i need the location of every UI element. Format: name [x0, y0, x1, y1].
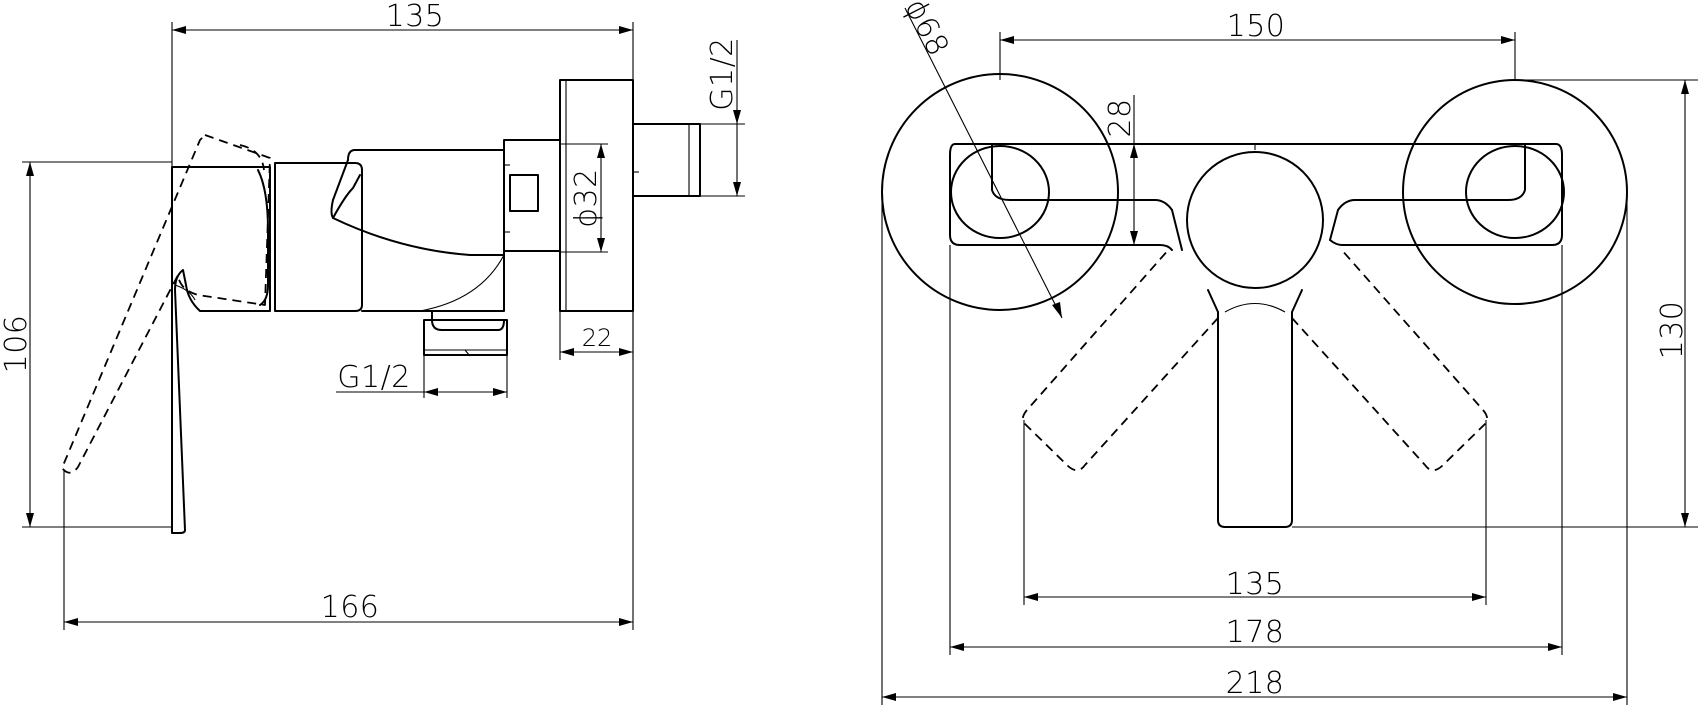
- connector-block: [503, 139, 561, 252]
- dim-side-135: 135: [171, 0, 634, 167]
- dim-side-d32: ϕ32: [560, 143, 608, 253]
- dim-front-178: 178: [949, 245, 1563, 655]
- dim-front-130: 130: [1292, 79, 1698, 528]
- dim-side-22-label: 22: [582, 324, 613, 352]
- dim-front-135-label: 135: [1226, 567, 1285, 602]
- dim-front-28-label: 28: [1103, 98, 1138, 137]
- front-handle-dashed-right: [1291, 247, 1488, 472]
- dim-front-28: 28: [1103, 95, 1138, 245]
- outlet-nozzle: [423, 310, 508, 357]
- handle-dashed: [61, 134, 271, 474]
- horizontal-body: [949, 143, 1563, 251]
- dim-front-d68: ϕ68: [897, 0, 1063, 319]
- dim-front-218-label: 218: [1226, 666, 1285, 701]
- left-rosette: [881, 73, 1119, 311]
- dim-side-g12-inlet-label: G1/2: [705, 37, 740, 111]
- dim-front-130-label: 130: [1655, 301, 1690, 360]
- dim-front-150-label: 150: [1227, 9, 1286, 44]
- front-handle-dashed-left: [1022, 247, 1219, 472]
- mixer-body: [274, 149, 505, 312]
- inlet-stub: [632, 123, 701, 197]
- dim-side-106-label: 106: [0, 315, 34, 374]
- dim-side-166: 166: [63, 311, 634, 630]
- front-handle-solid: [1207, 289, 1303, 528]
- dim-side-g12-outlet: G1/2: [336, 355, 508, 398]
- dim-front-150: 150: [999, 9, 1516, 80]
- dim-front-178-label: 178: [1226, 615, 1285, 650]
- dim-side-106: 106: [0, 161, 172, 528]
- front-view: ϕ68 150 28 130: [881, 0, 1698, 705]
- dim-front-135: 135: [1023, 420, 1487, 605]
- dim-front-218: 218: [881, 192, 1628, 705]
- dim-side-22: 22: [559, 311, 634, 360]
- dim-side-g12-inlet: G1/2: [700, 37, 745, 197]
- dim-side-135-label: 135: [386, 0, 445, 34]
- dim-side-g12-outlet-label: G1/2: [337, 360, 411, 395]
- right-rosette: [1402, 79, 1628, 305]
- side-view: 135 106 166 G1/2: [0, 0, 745, 630]
- center-cartridge: [1186, 151, 1324, 289]
- dim-side-166-label: 166: [321, 590, 380, 625]
- dim-side-d32-label: ϕ32: [569, 168, 604, 227]
- dim-front-d68-label: ϕ68: [897, 0, 955, 62]
- handle-solid: [171, 166, 271, 534]
